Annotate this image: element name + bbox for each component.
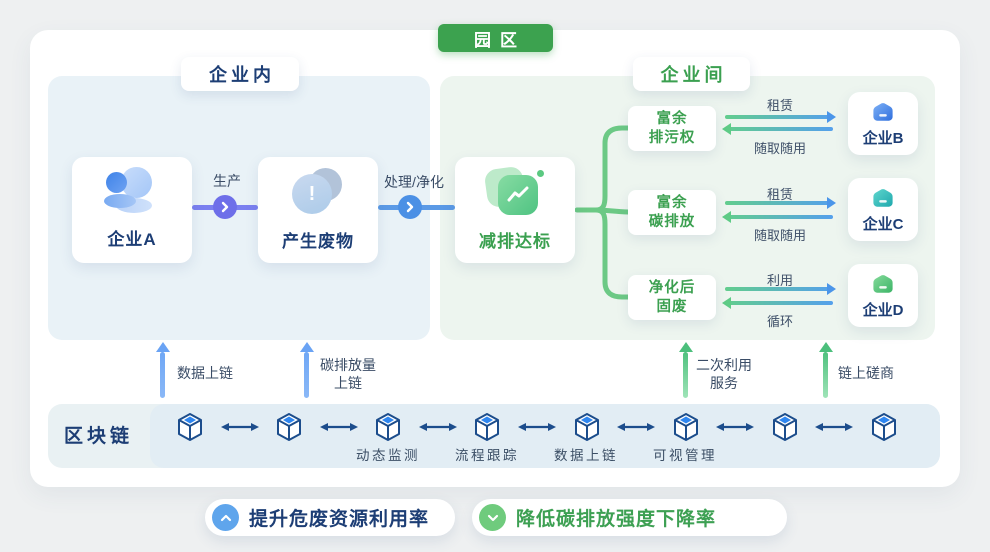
- block-cube-icon: [475, 413, 500, 441]
- double-arrow-icon: [617, 423, 656, 431]
- node-enterprise-a: 企业A: [72, 157, 192, 263]
- badge-text: 降低碳排放强度下降率: [516, 509, 717, 530]
- forward-arrow: [725, 196, 836, 209]
- chevron-right-icon: [213, 195, 237, 219]
- node-enterprise-b: 企业B: [848, 92, 918, 155]
- chain-feature-label: 可视管理: [653, 448, 717, 463]
- double-arrow-icon: [815, 423, 854, 431]
- node-label: 产生废物: [282, 232, 354, 251]
- node-reduction: 减排达标: [455, 157, 575, 263]
- enterprise-a-icon: [104, 167, 160, 216]
- node-label: 企业A: [107, 230, 157, 249]
- backward-arrow: [722, 296, 833, 309]
- block-cube-icon: [376, 413, 401, 441]
- chain-feature-label: 动态监测: [356, 448, 420, 463]
- forward-label: 租赁: [766, 187, 794, 202]
- inter-enterprise-label: 企业间: [633, 57, 750, 91]
- produce-label: 生产: [213, 173, 241, 189]
- backward-arrow: [722, 210, 833, 223]
- double-arrow-icon: [418, 423, 457, 431]
- block-cube-icon: [673, 413, 698, 441]
- building-icon: [873, 274, 893, 293]
- branch-purified-waste: 净化后固废: [628, 275, 716, 320]
- badge-text: 提升危废资源利用率: [249, 509, 430, 530]
- uplink-label: 碳排放量 上链: [320, 357, 376, 391]
- uplink-label: 二次利用 服务: [696, 357, 752, 391]
- branch-surplus-carbon: 富余碳排放: [628, 190, 716, 235]
- backward-label: 随取随用: [753, 228, 807, 243]
- backward-label: 循环: [766, 314, 794, 329]
- uplink-arrow-data: [155, 342, 170, 398]
- block-cube-icon: [574, 413, 599, 441]
- building-icon: [873, 102, 893, 121]
- forward-arrow: [725, 110, 836, 123]
- block-cube-icon: [772, 413, 797, 441]
- uplink-arrow-negotiate: [818, 342, 833, 398]
- blockchain-title: 区块链: [64, 426, 134, 447]
- node-enterprise-d: 企业D: [848, 264, 918, 327]
- double-arrow-icon: [220, 423, 259, 431]
- node-waste: ! 产生废物: [258, 157, 378, 263]
- node-enterprise-c: 企业C: [848, 178, 918, 241]
- forward-label: 租赁: [766, 98, 794, 113]
- park-badge: 园区: [438, 24, 553, 52]
- uplink-label: 链上磋商: [838, 365, 894, 381]
- forward-arrow: [725, 282, 836, 295]
- benefit-badge-carbon: 降低碳排放强度下降率: [472, 499, 787, 536]
- chain-feature-label: 流程跟踪: [455, 448, 519, 463]
- chain-feature-label: 数据上链: [554, 448, 618, 463]
- block-cube-icon: [178, 413, 202, 441]
- blockchain-node-row: [176, 410, 898, 444]
- arrow-up-circle-icon: [212, 504, 239, 531]
- treat-label: 处理/净化: [384, 174, 444, 190]
- block-cube-icon: [277, 413, 302, 441]
- double-arrow-icon: [517, 423, 556, 431]
- backward-arrow: [722, 122, 833, 135]
- forward-label: 利用: [766, 273, 794, 288]
- trend-chart-icon: [483, 165, 544, 218]
- intra-enterprise-label: 企业内: [181, 57, 299, 91]
- building-icon: [873, 188, 893, 207]
- node-label: 减排达标: [479, 232, 551, 251]
- backward-label: 随取随用: [753, 141, 807, 156]
- benefit-badge-utilization: 提升危废资源利用率: [205, 499, 455, 536]
- block-cube-icon: [871, 413, 896, 441]
- uplink-arrow-reuse: [678, 342, 693, 398]
- uplink-label: 数据上链: [177, 365, 233, 381]
- arrow-down-circle-icon: [479, 504, 506, 531]
- waste-icon: !: [290, 168, 346, 218]
- double-arrow-icon: [319, 423, 358, 431]
- chevron-right-icon: [398, 195, 422, 219]
- uplink-arrow-carbon: [299, 342, 314, 398]
- double-arrow-icon: [716, 423, 755, 431]
- branch-surplus-discharge: 富余排污权: [628, 106, 716, 151]
